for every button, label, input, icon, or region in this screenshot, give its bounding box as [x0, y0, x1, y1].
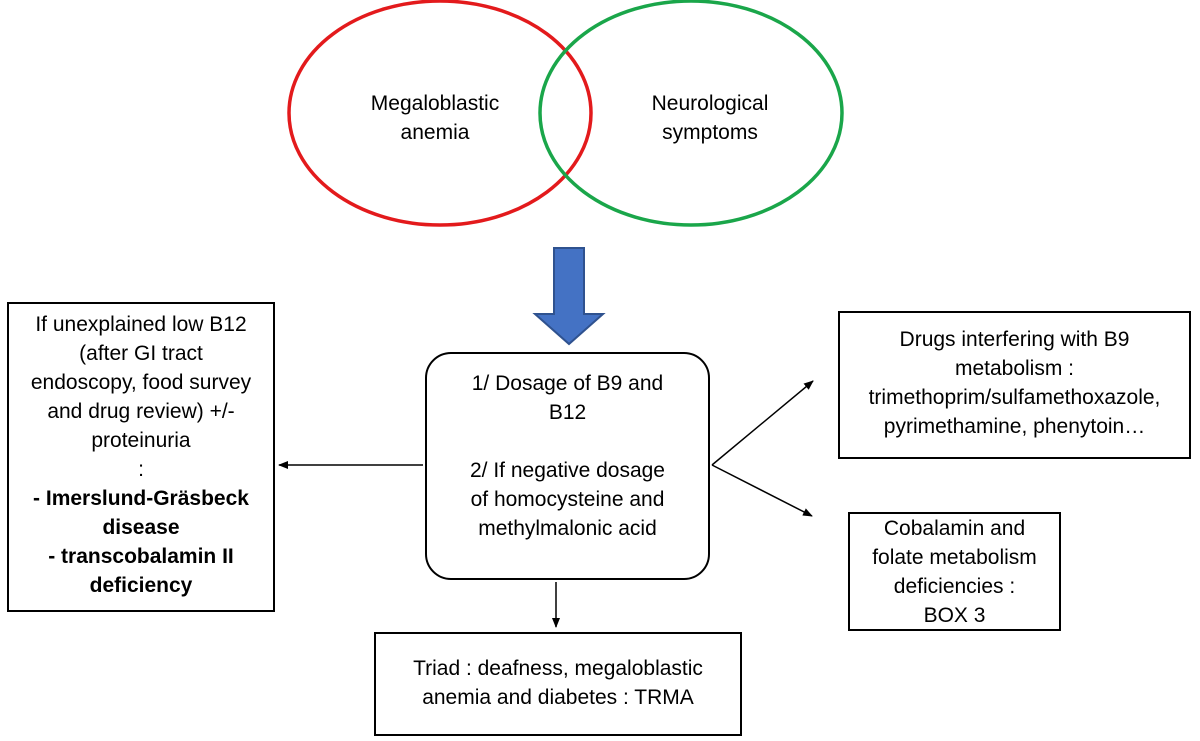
venn-label-megaloblastic-anemia: Megaloblastic anemia	[355, 89, 515, 147]
big-down-arrow	[532, 247, 606, 346]
venn-circle-megaloblastic	[287, 0, 593, 227]
right-top-box-line: pyrimethamine, phenytoin…	[883, 415, 1146, 438]
bottom-box-line: anemia and diabetes : TRMA	[422, 686, 694, 709]
left-box-line: and drug review) +/-	[47, 400, 235, 423]
step2-line: methylmalonic acid	[478, 517, 657, 540]
right-bottom-box-line: folate metabolism	[872, 546, 1037, 569]
venn-right-label-line: symptoms	[662, 121, 758, 144]
arrow-to-right-top-box	[711, 380, 814, 466]
low-b12-box: If unexplained low B12 (after GI tract e…	[7, 302, 275, 612]
right-bottom-box-line: deficiencies :	[893, 575, 1016, 598]
venn-left-label-line: Megaloblastic	[370, 92, 500, 115]
step2-line: 2/ If negative dosage	[470, 459, 665, 482]
left-box-bold-line: - transcobalamin II	[48, 545, 234, 568]
right-top-box-line: Drugs interfering with B9	[899, 328, 1130, 351]
right-top-box-line: trimethoprim/sulfamethoxazole,	[868, 386, 1161, 409]
drugs-b9-box: Drugs interfering with B9 metabolism : t…	[838, 311, 1191, 459]
right-top-box-line: metabolism :	[954, 357, 1075, 380]
left-box-line: proteinuria	[91, 429, 191, 452]
trma-triad-box: Triad : deafness, megaloblastic anemia a…	[374, 632, 742, 736]
bottom-box-line: Triad : deafness, megaloblastic	[413, 657, 703, 680]
left-box-line: (after GI tract	[79, 342, 203, 365]
cobalamin-folate-box: Cobalamin and folate metabolism deficien…	[848, 512, 1061, 631]
right-bottom-box-line: Cobalamin and	[883, 517, 1026, 540]
venn-left-label-line: anemia	[400, 121, 470, 144]
left-box-bold-line: deficiency	[89, 574, 193, 597]
venn-circle-neurological	[538, 0, 844, 227]
left-box-line: :	[138, 458, 144, 481]
venn-right-label-line: Neurological	[651, 92, 769, 115]
venn-label-neurological-symptoms: Neurological symptoms	[625, 89, 795, 147]
spacer	[427, 427, 708, 456]
dosage-steps-box: 1/ Dosage of B9 and B12 2/ If negative d…	[425, 352, 710, 580]
left-box-line: endoscopy, food survey	[30, 371, 252, 394]
arrow-to-right-bottom-box	[711, 464, 813, 517]
step2-line: of homocysteine and	[470, 488, 665, 511]
step1-line: 1/ Dosage of B9 and	[471, 372, 664, 395]
left-box-bold-line: - Imerslund-Gräsbeck	[33, 487, 249, 510]
left-box-line: If unexplained low B12	[35, 313, 247, 336]
step1-line: B12	[548, 401, 587, 424]
left-box-bold-line: disease	[102, 516, 180, 539]
right-bottom-box-line: BOX 3	[923, 604, 986, 627]
